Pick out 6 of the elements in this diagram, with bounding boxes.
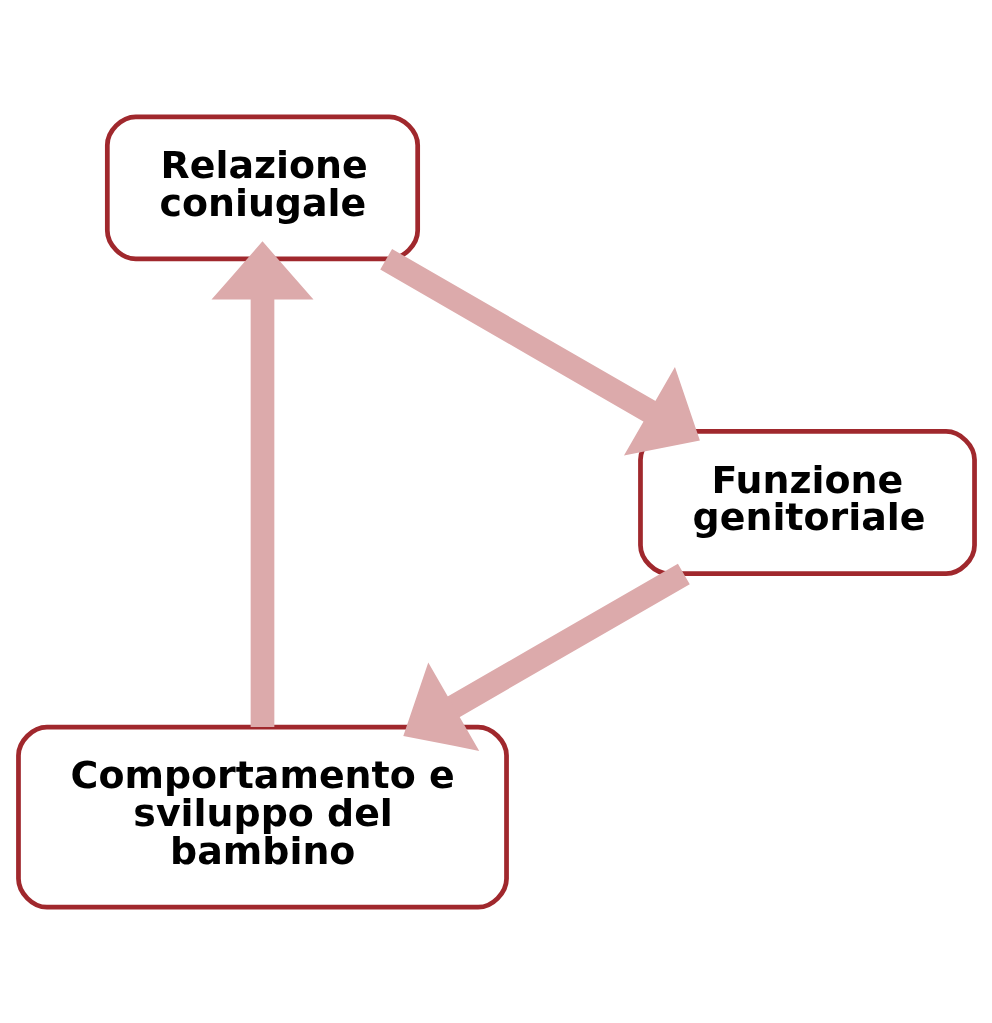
- arrow: [211, 240, 313, 727]
- node-box: Funzione genitoriale: [637, 428, 977, 576]
- node-box: Relazione coniugale: [104, 113, 420, 261]
- arrow: [379, 248, 700, 455]
- node-box: Comportamento e sviluppo del bambino: [15, 724, 509, 910]
- arrow: [402, 563, 690, 751]
